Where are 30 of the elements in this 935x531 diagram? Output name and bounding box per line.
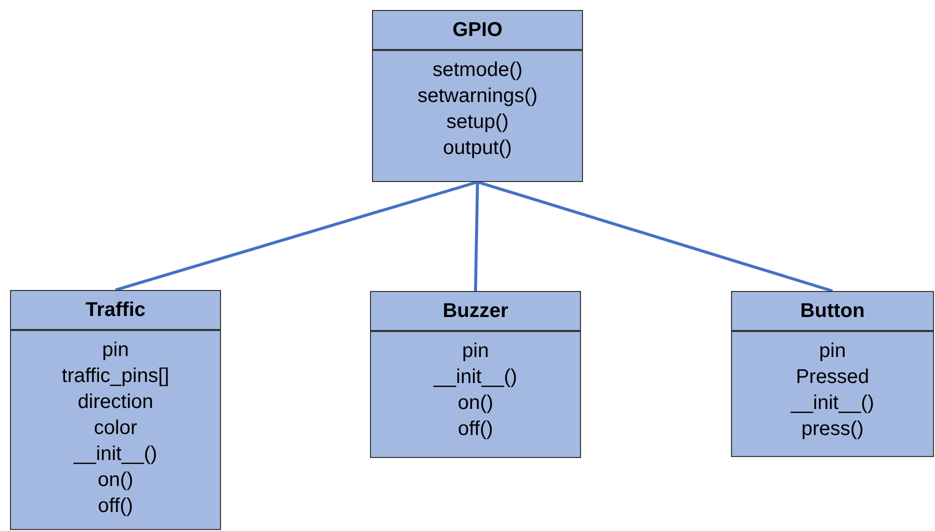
- class-member: setup(): [446, 110, 509, 135]
- class-box: [370, 291, 581, 458]
- class-member: pin: [462, 339, 489, 364]
- connector-line: [115, 180, 478, 292]
- class-name: Buzzer: [442, 299, 508, 324]
- class-member: traffic_pins[]: [62, 364, 170, 389]
- connector-line: [477, 180, 833, 292]
- class-name: GPIO: [452, 18, 502, 43]
- class-member: output(): [443, 136, 512, 161]
- connector-line: [474, 182, 479, 292]
- class-member: on(): [98, 468, 134, 493]
- class-box: [372, 10, 583, 182]
- class-name: Traffic: [85, 298, 146, 323]
- class-box: [10, 290, 221, 530]
- class-name: Button: [800, 299, 865, 324]
- class-member: off(): [98, 494, 134, 519]
- class-member: __init__(): [790, 391, 874, 416]
- class-member: color: [94, 416, 138, 441]
- class-member: setwarnings(): [417, 84, 538, 109]
- class-member: pin: [102, 338, 129, 363]
- class-member: direction: [78, 390, 154, 415]
- class-member: off(): [458, 417, 494, 442]
- class-member: pin: [819, 339, 846, 364]
- class-member: __init__(): [74, 442, 158, 467]
- class-member: setmode(): [432, 58, 523, 83]
- class-member: Pressed: [796, 365, 870, 390]
- class-member: on(): [458, 391, 494, 416]
- class-box: [731, 291, 934, 457]
- class-member: press(): [801, 417, 864, 442]
- class-member: __init__(): [434, 365, 518, 390]
